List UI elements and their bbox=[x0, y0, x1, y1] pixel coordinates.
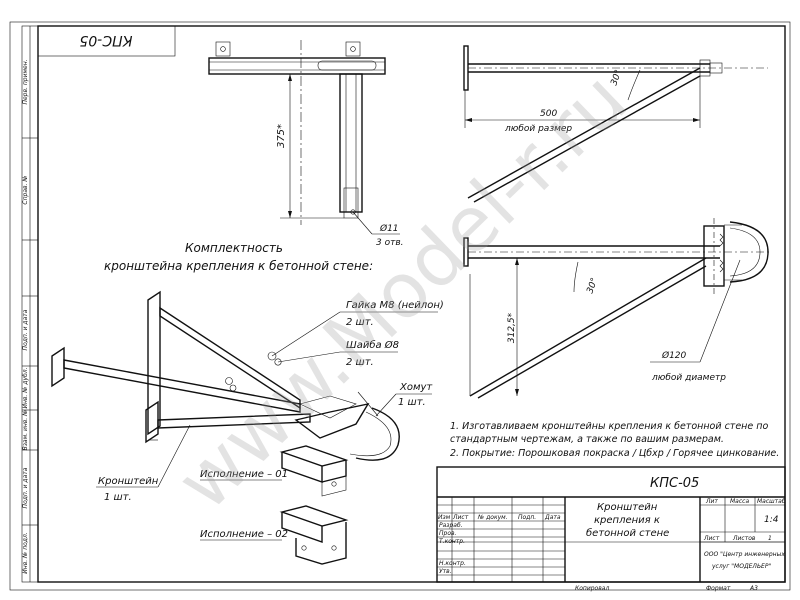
svg-text:312,5*: 312,5* bbox=[507, 312, 517, 343]
kit-title-line2: кронштейна крепления к бетонной стене: bbox=[104, 259, 373, 273]
svg-text:2 шт.: 2 шт. bbox=[346, 317, 374, 328]
svg-text:30°: 30° bbox=[585, 277, 600, 295]
svg-text:ООО "Центр инженерных: ООО "Центр инженерных bbox=[704, 551, 785, 558]
svg-text:Подп. и дата: Подп. и дата bbox=[22, 467, 29, 508]
svg-text:2. Покрытие: Порошковая покрас: 2. Покрытие: Порошковая покраска / Цбхр … bbox=[450, 448, 779, 459]
svg-text:Исполнение – 02: Исполнение – 02 bbox=[200, 529, 288, 540]
svg-text:бетонной стене: бетонной стене bbox=[586, 527, 669, 539]
svg-text:375*: 375* bbox=[276, 124, 287, 148]
svg-text:Т.контр.: Т.контр. bbox=[439, 538, 465, 545]
svg-text:Взам. инв. №: Взам. инв. № bbox=[22, 410, 29, 451]
svg-text:3 отв.: 3 отв. bbox=[376, 238, 404, 248]
svg-text:1:4: 1:4 bbox=[764, 515, 779, 525]
svg-text:Дата: Дата bbox=[544, 514, 561, 521]
svg-text:Подп. и дата: Подп. и дата bbox=[22, 309, 29, 350]
svg-text:1: 1 bbox=[768, 535, 772, 542]
svg-text:Инв. № дубл.: Инв. № дубл. bbox=[22, 367, 29, 408]
isometric-bracket bbox=[51, 290, 400, 461]
svg-text:Листов: Листов bbox=[732, 535, 756, 542]
svg-text:Лист: Лист bbox=[703, 535, 720, 542]
svg-text:1. Изготавливаем кронштейны кр: 1. Изготавливаем кронштейны крепления к … bbox=[450, 421, 768, 432]
svg-text:Формат: Формат bbox=[706, 585, 731, 592]
outer-frame bbox=[9, 21, 791, 591]
side-view-lower: 312,5* 30° Ø120 любой диаметр bbox=[463, 218, 770, 399]
svg-text:любой диаметр: любой диаметр bbox=[651, 373, 726, 383]
svg-text:500: 500 bbox=[540, 109, 557, 119]
kit-title-line1: Комплектность bbox=[185, 241, 283, 255]
svg-text:Ø120: Ø120 bbox=[661, 350, 687, 361]
svg-text:Кронштейн: Кронштейн bbox=[98, 476, 159, 487]
svg-text:крепления к: крепления к bbox=[594, 515, 660, 526]
svg-text:Н.контр.: Н.контр. bbox=[439, 560, 466, 567]
svg-text:стандартным чертежам, а также: стандартным чертежам, а также по вашим р… bbox=[450, 434, 724, 445]
svg-text:Исполнение – 01: Исполнение – 01 bbox=[200, 469, 288, 480]
svg-text:1 шт.: 1 шт. bbox=[398, 397, 426, 408]
svg-text:1 шт.: 1 шт. bbox=[104, 492, 132, 503]
svg-text:Шайба Ø8: Шайба Ø8 bbox=[346, 339, 399, 351]
svg-text:Копировал: Копировал bbox=[575, 585, 609, 592]
svg-text:А3: А3 bbox=[749, 585, 758, 592]
svg-text:Гайка М8 (нейлон): Гайка М8 (нейлон) bbox=[346, 300, 444, 311]
svg-text:Лит: Лит bbox=[705, 498, 718, 505]
svg-text:Изм: Изм bbox=[438, 514, 451, 521]
svg-text:№ докум.: № докум. bbox=[477, 514, 508, 521]
part-labels: Гайка М8 (нейлон) 2 шт. Шайба Ø8 2 шт. Х… bbox=[96, 300, 444, 541]
svg-text:Справ. №: Справ. № bbox=[22, 175, 29, 204]
side-view-upper: 500 любой размер 30° bbox=[463, 45, 768, 203]
code-box-text: КПС-05 bbox=[79, 32, 132, 48]
top-view: 375* Ø11 3 отв. bbox=[208, 40, 404, 248]
svg-text:Лист: Лист bbox=[452, 514, 469, 521]
tech-notes: 1. Изготавливаем кронштейны крепления к … bbox=[450, 421, 779, 459]
svg-text:Перв. примен.: Перв. примен. bbox=[22, 59, 29, 104]
side-column: Перв. примен. Справ. № Подп. и дата Инв.… bbox=[21, 25, 39, 583]
svg-text:Масса: Масса bbox=[730, 498, 749, 505]
svg-text:Инв. № подл.: Инв. № подл. bbox=[22, 532, 29, 573]
svg-text:2 шт.: 2 шт. bbox=[346, 357, 374, 368]
execution-02-part bbox=[279, 505, 349, 565]
execution-01-part bbox=[279, 445, 349, 497]
svg-text:Разраб.: Разраб. bbox=[439, 522, 463, 529]
svg-text:Хомут: Хомут bbox=[399, 382, 433, 393]
svg-text:Пров.: Пров. bbox=[439, 530, 457, 537]
svg-text:Утв.: Утв. bbox=[439, 568, 452, 575]
title-block: КПС-05 Изм Лист № докум. Подп. Дата Разр… bbox=[436, 466, 786, 592]
svg-text:любой размер: любой размер bbox=[504, 124, 572, 134]
svg-text:КПС-05: КПС-05 bbox=[650, 476, 699, 491]
svg-text:Подп.: Подп. bbox=[518, 514, 536, 521]
svg-text:услуг "МОДЕЛЬЕР": услуг "МОДЕЛЬЕР" bbox=[711, 563, 771, 570]
svg-text:Ø11: Ø11 bbox=[379, 223, 399, 234]
svg-text:Масштаб: Масштаб bbox=[757, 498, 786, 505]
svg-text:Кронштейн: Кронштейн bbox=[597, 502, 658, 513]
